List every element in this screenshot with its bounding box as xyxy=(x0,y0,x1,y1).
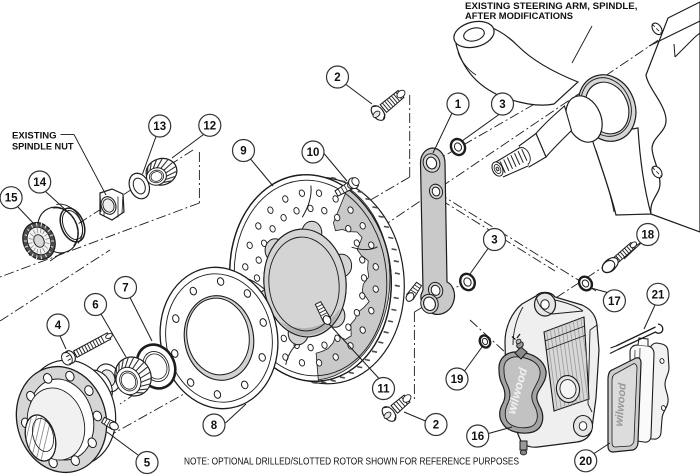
svg-text:9: 9 xyxy=(240,146,246,158)
svg-text:7: 7 xyxy=(122,283,128,295)
svg-text:1: 1 xyxy=(455,99,462,111)
svg-text:EXISTING: EXISTING xyxy=(12,131,57,141)
svg-text:2: 2 xyxy=(334,72,340,84)
svg-text:SPINDLE NUT: SPINDLE NUT xyxy=(12,142,74,152)
svg-text:14: 14 xyxy=(33,177,46,189)
svg-text:13: 13 xyxy=(153,121,166,133)
svg-text:15: 15 xyxy=(5,193,18,205)
svg-text:6: 6 xyxy=(92,300,98,312)
svg-text:8: 8 xyxy=(211,420,218,432)
svg-text:19: 19 xyxy=(451,374,464,386)
svg-text:18: 18 xyxy=(641,230,654,242)
svg-text:3: 3 xyxy=(499,99,505,111)
svg-text:EXISTING STEERING ARM, SPINDLE: EXISTING STEERING ARM, SPINDLE, xyxy=(465,1,638,11)
svg-text:21: 21 xyxy=(652,289,665,301)
svg-text:wilwood: wilwood xyxy=(613,382,629,427)
svg-text:20: 20 xyxy=(579,456,592,468)
svg-text:17: 17 xyxy=(608,296,621,308)
svg-text:5: 5 xyxy=(144,458,151,470)
svg-text:NOTE: OPTIONAL DRILLED/SLOTTED: NOTE: OPTIONAL DRILLED/SLOTTED ROTOR SHO… xyxy=(184,455,519,467)
svg-text:11: 11 xyxy=(377,384,390,396)
svg-text:16: 16 xyxy=(471,431,484,443)
svg-text:AFTER MODIFICATIONS: AFTER MODIFICATIONS xyxy=(465,11,573,21)
svg-text:10: 10 xyxy=(307,147,320,159)
svg-text:2: 2 xyxy=(433,420,439,432)
svg-text:12: 12 xyxy=(203,120,216,132)
svg-text:4: 4 xyxy=(55,320,62,332)
svg-text:3: 3 xyxy=(491,235,497,247)
